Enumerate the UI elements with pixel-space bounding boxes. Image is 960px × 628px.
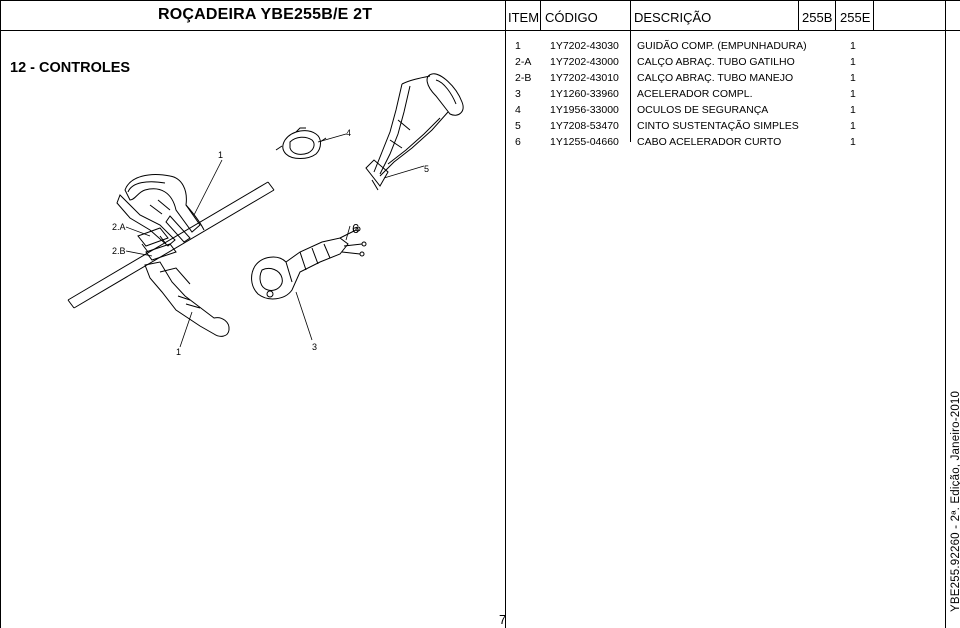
row-desc: CALÇO ABRAÇ. TUBO GATILHO bbox=[637, 56, 795, 68]
callout-5: 5 bbox=[424, 164, 430, 174]
row-item: 3 bbox=[515, 88, 521, 100]
callout-6: 6 bbox=[352, 221, 360, 236]
lower-grip-drawing bbox=[144, 261, 230, 337]
row-qty-255b: 1 bbox=[850, 104, 856, 116]
row-code: 1Y7202-43010 bbox=[550, 72, 619, 84]
row-code: 1Y1956-33000 bbox=[550, 104, 619, 116]
footer-edition: YBE255.92260 - 2ª. Edição, Janeiro-2010 bbox=[950, 390, 960, 612]
header-bottom-rule bbox=[0, 30, 960, 31]
row-desc: OCULOS DE SEGURANÇA bbox=[637, 104, 769, 116]
row-qty-255b: 1 bbox=[850, 136, 856, 148]
callout-2b: 2.B bbox=[112, 246, 126, 256]
page-number: 7 bbox=[499, 612, 507, 627]
handlebar-drawing bbox=[116, 174, 205, 247]
col-divider-end bbox=[873, 0, 874, 30]
col-divider-desc-body bbox=[630, 30, 631, 142]
header-item: ITEM bbox=[508, 10, 540, 25]
top-rule bbox=[0, 0, 960, 1]
row-desc: CINTO SUSTENTAÇÃO SIMPLES bbox=[637, 120, 799, 132]
header-255e: 255E bbox=[840, 10, 871, 25]
callout-4: 4 bbox=[346, 128, 352, 138]
header-code: CÓDIGO bbox=[545, 10, 598, 25]
right-border bbox=[945, 0, 946, 628]
row-item: 2-A bbox=[515, 56, 532, 68]
callout-1-top: 1 bbox=[218, 150, 224, 160]
col-divider-desc bbox=[630, 0, 631, 30]
row-code: 1Y1260-33960 bbox=[550, 88, 619, 100]
callout-1-bottom: 1 bbox=[176, 347, 182, 357]
leader-lines bbox=[125, 133, 425, 348]
row-qty-255b: 1 bbox=[850, 72, 856, 84]
row-item: 6 bbox=[515, 136, 521, 148]
goggles-drawing bbox=[275, 127, 327, 159]
row-item: 5 bbox=[515, 120, 521, 132]
row-code: 1Y7208-53470 bbox=[550, 120, 619, 132]
col-divider-255b bbox=[798, 0, 799, 30]
row-desc: ACELERADOR COMPL. bbox=[637, 88, 753, 100]
row-qty-255b: 1 bbox=[850, 40, 856, 52]
harness-drawing bbox=[365, 73, 464, 191]
header-description: DESCRIÇÃO bbox=[634, 10, 712, 25]
throttle-assembly-drawing bbox=[251, 226, 367, 300]
row-code: 1Y1255-04660 bbox=[550, 136, 619, 148]
row-qty-255b: 1 bbox=[850, 88, 856, 100]
row-desc: CABO ACELERADOR CURTO bbox=[637, 136, 782, 148]
row-desc: GUIDÃO COMP. (EMPUNHADURA) bbox=[637, 40, 807, 52]
col-divider-255e bbox=[835, 0, 836, 30]
col-divider-code bbox=[540, 0, 541, 30]
section-title: 12 - CONTROLES bbox=[10, 60, 131, 76]
row-code: 1Y7202-43000 bbox=[550, 56, 619, 68]
header-255b: 255B bbox=[802, 10, 833, 25]
row-qty-255b: 1 bbox=[850, 120, 856, 132]
table-left-border bbox=[505, 0, 506, 628]
document-title: ROÇADEIRA YBE255B/E 2T bbox=[158, 6, 373, 23]
callout-2a: 2.A bbox=[112, 222, 126, 232]
row-code: 1Y7202-43030 bbox=[550, 40, 619, 52]
row-item: 1 bbox=[515, 40, 521, 52]
left-border bbox=[0, 0, 1, 628]
row-item: 4 bbox=[515, 104, 521, 116]
row-desc: CALÇO ABRAÇ. TUBO MANEJO bbox=[637, 72, 794, 84]
row-item: 2-B bbox=[515, 72, 532, 84]
row-qty-255b: 1 bbox=[850, 56, 856, 68]
clamp-drawing bbox=[137, 227, 177, 261]
callout-3: 3 bbox=[312, 342, 318, 352]
